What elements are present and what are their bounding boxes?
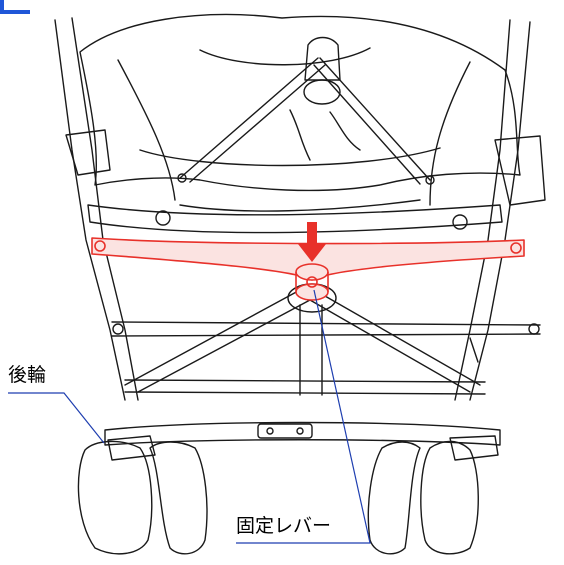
corner-mark xyxy=(0,0,32,16)
lock-lever-label: 固定レバー xyxy=(236,515,332,537)
down-arrow-icon xyxy=(298,222,326,262)
lock-lever-highlight xyxy=(295,263,329,301)
canopy-outline xyxy=(79,13,521,192)
left-rear-wheel xyxy=(77,440,153,555)
folding-bar-highlight xyxy=(91,237,525,281)
lock-lever-leader xyxy=(236,289,371,544)
lower-x-brace xyxy=(124,289,311,393)
right-rear-wheel xyxy=(420,440,479,555)
rear-wheel-leader xyxy=(8,392,105,444)
rear-wheel-label: 後輪 xyxy=(8,364,47,386)
right-frame xyxy=(454,19,511,401)
left-frame xyxy=(54,19,126,401)
